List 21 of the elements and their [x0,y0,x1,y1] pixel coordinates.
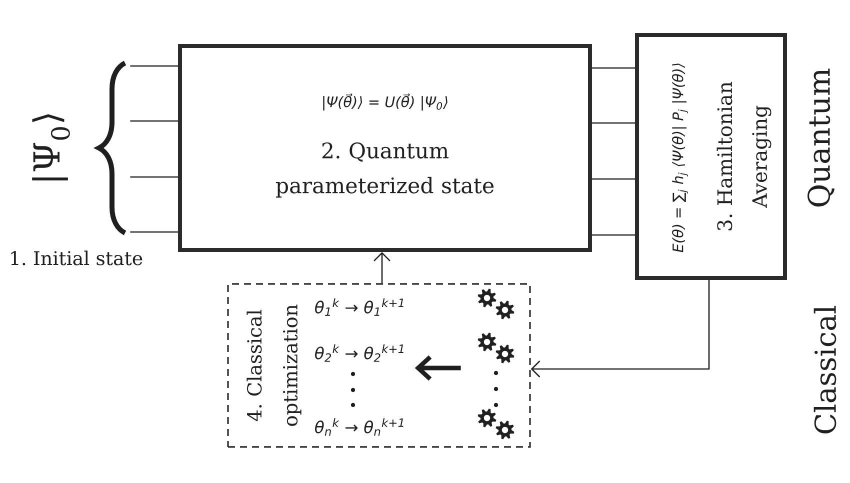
process-box: |Ψ(θ⃗)⟩ = U(θ⃗) |Ψ$_{0}$⟩ 2. Quantum parameterized state [178,44,592,252]
arrow [374,252,390,284]
connector-line [130,231,178,233]
connector-line [592,234,635,236]
state-label: |Ψ$_{0}$⟩ [32,114,70,180]
arrow [530,280,710,378]
connector-line [592,67,635,69]
side-label: Classical [814,306,836,434]
node-label: θ$_{2}$$^{k}$ → θ$_{2}$k+1 [315,344,404,362]
node-label: θ$_{1}$$^{k}$ → θ$_{1}$k+1 [315,298,404,316]
arrow [414,355,461,381]
connector-line [592,122,635,124]
connector-line [130,120,178,122]
step-label: 1. Initial state [11,250,142,266]
connector-line [130,176,178,178]
gears-icon [478,288,514,440]
equation-list: θ$_{1}$$^{k}$ → θ$_{1}$k+1 θ$_{2}$$^{k}$ → θ$_{2}$k+1 θ$_{n}$$^{k}$ → θ$_{n}$k+1 [315,298,404,436]
connector-line [130,65,178,67]
connector-line [592,178,635,180]
node-label: θ$_{n}$$^{k}$ → θ$_{n}$k+1 [315,418,404,436]
process-box: E(θ) = ∑$_{j}$ h$_{j}$ ⟨Ψ(θ)| P$_{j}$ |Ψ(θ)⟩ 3. Hamiltonian Averaging [635,33,787,280]
